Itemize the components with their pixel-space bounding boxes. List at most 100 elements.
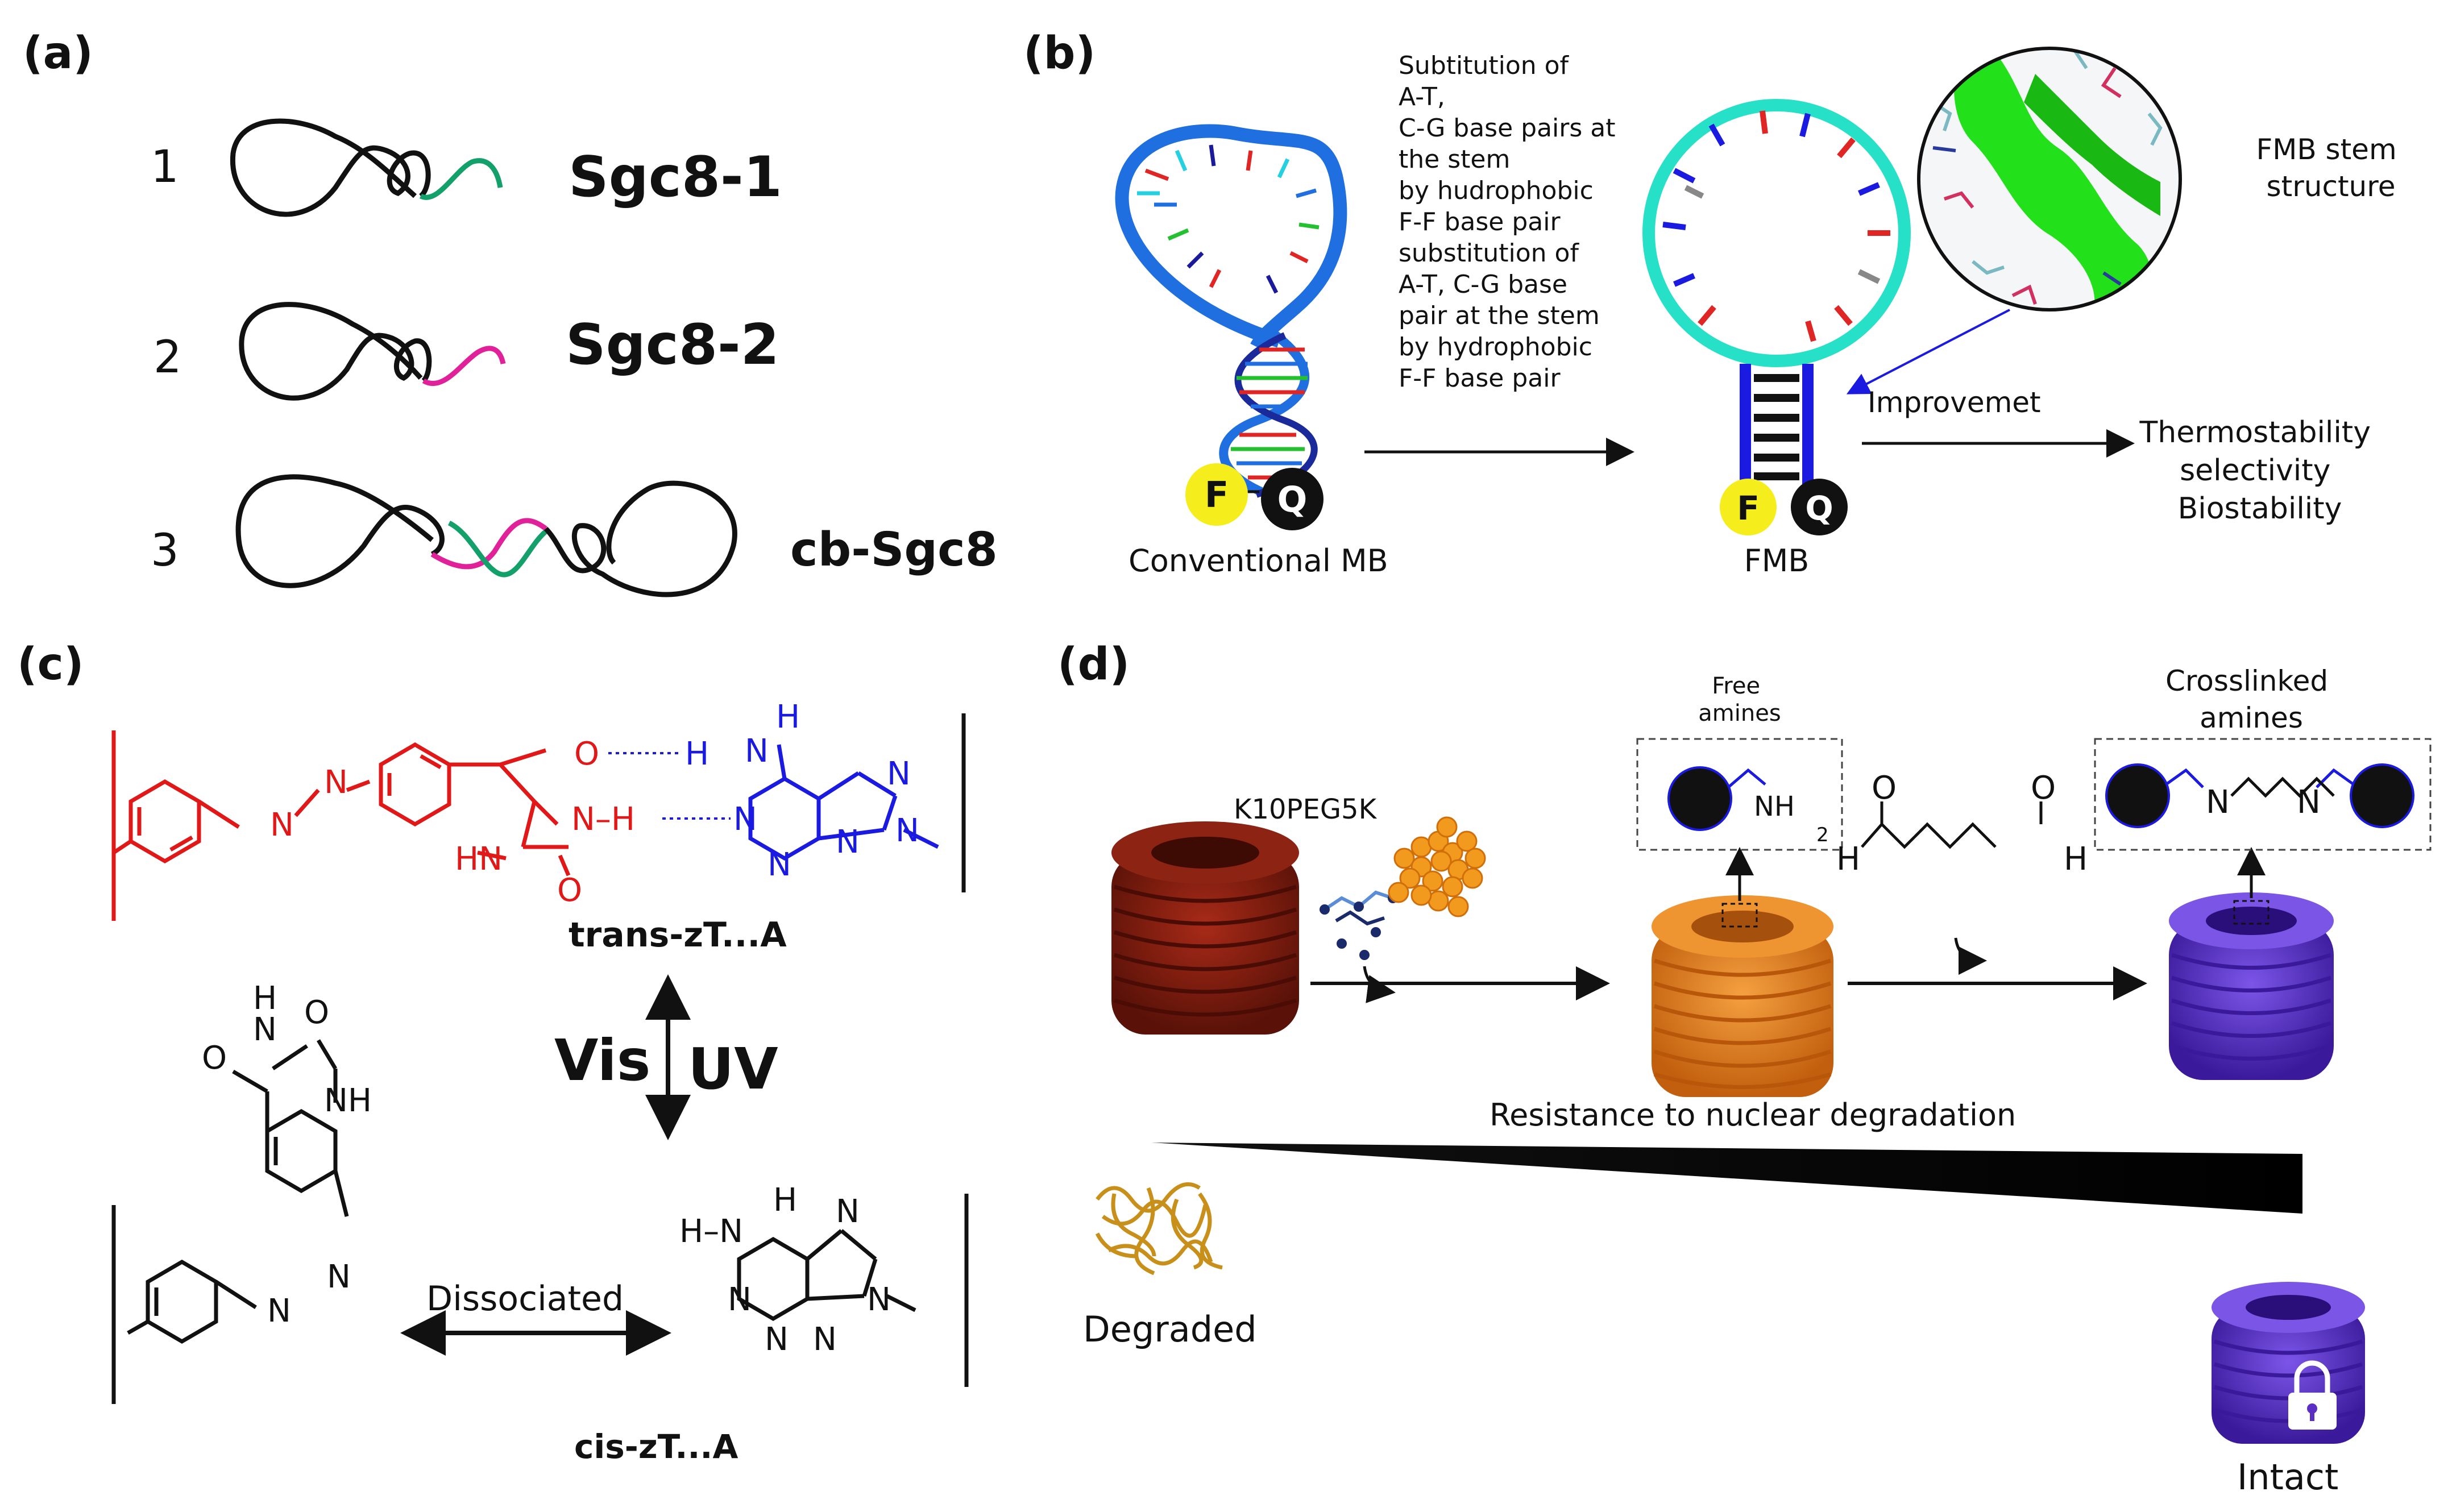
quencher-circle: [1261, 468, 1324, 530]
cb-sgc8-pink-strand: [430, 518, 547, 570]
aptamer-number-3: 3: [151, 525, 179, 576]
cb-sgc8-left-loop: [235, 474, 445, 588]
intact-label: Intact: [2237, 1456, 2338, 1498]
substitution-text: Subtitution of A-T, C-G base pairs at th…: [1399, 51, 1624, 393]
crosslink-n-left: N: [2206, 784, 2230, 821]
sgc8-1-loop: [230, 118, 431, 217]
amine-subscript: 2: [1816, 824, 1829, 846]
adenine-n7: N: [836, 824, 860, 861]
panel-a: 1 Sgc8-1 2 Sgc8-2 3 cb-Sgc8: [151, 118, 998, 597]
cis-adenine-h-n: H–N: [679, 1213, 743, 1250]
linker-label: K10PEG5K: [1234, 794, 1378, 825]
cis-azo-n2: N: [267, 1293, 291, 1330]
trans-adenine: [748, 744, 939, 861]
trans-azo-moiety: [111, 730, 571, 921]
glutaraldehyde: [1861, 801, 2043, 849]
fmb-label: FMB: [1744, 543, 1810, 579]
trans-hn: HN: [455, 841, 503, 878]
crosslinked-amines-box: [2094, 738, 2432, 851]
trans-label: trans-zT...A: [569, 915, 787, 955]
aptamer-number-1: 1: [151, 142, 179, 193]
adenine-h-top: H: [776, 699, 800, 736]
fmb-stem-structure-inset: [1917, 47, 2182, 311]
panel-b: F Q Conventional MB Subtitution of A-T, …: [1115, 47, 2405, 579]
aptamer-number-2: 2: [153, 332, 182, 383]
adenine-n-ring: N: [895, 812, 919, 849]
panel-c: [111, 713, 966, 921]
adenine-n9: N: [887, 755, 911, 792]
cis-adenine-n-ring5: N: [867, 1281, 891, 1318]
cis-azo-n1: N: [327, 1258, 351, 1295]
aptamer-name-sgc8-1: Sgc8-1: [569, 145, 782, 210]
adenine-n-amine: N: [745, 733, 769, 770]
aldehyde-o-right: O: [2031, 770, 2056, 807]
k10peg5k-molecule: [1320, 816, 1486, 960]
fmb-quencher-label: Q: [1805, 489, 1833, 527]
origami-barrel-red: [1111, 821, 1299, 1035]
fluorophore-circle: [1185, 463, 1248, 526]
degradation-gradient-wedge: [1151, 1143, 2302, 1214]
crosslink-n-right: N: [2297, 784, 2321, 821]
sgc8-1-tail: [419, 158, 503, 200]
cis-adenine-n-ring3: N: [813, 1321, 837, 1358]
panel-d: K10PEG5K: [1083, 664, 2432, 1498]
fmb-stem-structure-label: FMB stem structure: [2256, 133, 2405, 203]
conventional-mb-label: Conventional MB: [1128, 543, 1388, 579]
cis-adenine-n-ring1: N: [728, 1281, 752, 1318]
aldehyde-o-left: O: [1872, 770, 1897, 807]
lock-icon: [2288, 1360, 2337, 1430]
adenine-n1: N: [733, 801, 757, 838]
aldehyde-h-right: H: [2064, 841, 2088, 878]
cis-atom-labels: H O N O NH N N H H–N N N N N N: [202, 980, 891, 1358]
amine-label: NH: [1754, 791, 1795, 823]
conventional-mb: F Q: [1115, 124, 1347, 530]
origami-barrel-purple: [2169, 892, 2334, 1080]
dissociated-label: Dissociated: [426, 1279, 624, 1319]
free-amines-box: [1636, 738, 1843, 851]
trans-n-h: N–H: [571, 801, 635, 838]
cis-adenine-n-ring2: N: [765, 1321, 789, 1358]
inset-pointer-arrow: [1846, 309, 2010, 394]
cis-o-left: O: [202, 1040, 227, 1077]
panel-label-a: (a): [23, 28, 93, 79]
cis-azo-moiety: [111, 1039, 349, 1404]
degraded-label: Degraded: [1083, 1309, 1257, 1350]
cis-nh: NH: [324, 1082, 372, 1119]
cis-adenine: [737, 1194, 969, 1387]
free-amines-label: Free amines: [1698, 673, 1781, 726]
cis-o-top: O: [304, 994, 329, 1031]
degraded-strands: [1095, 1182, 1223, 1276]
crosslinked-amines-label: Crosslinked amines: [2165, 664, 2337, 734]
fmb: F Q: [1642, 99, 1911, 535]
adenine-n3: N: [767, 846, 791, 883]
azo-n1: N: [270, 807, 294, 844]
aptamer-name-cb-sgc8: cb-Sgc8: [790, 523, 998, 577]
cis-adenine-h: H: [773, 1182, 797, 1219]
origami-barrel-intact: [2212, 1282, 2365, 1444]
panel-label-d: (d): [1057, 639, 1130, 690]
resistance-label: Resistance to nuclear degradation: [1490, 1097, 2016, 1133]
sgc8-2-tail: [422, 346, 506, 387]
improvement-label: Improvemet: [1868, 386, 2041, 419]
azo-n2: N: [324, 764, 348, 801]
trans-o1: O: [574, 736, 599, 772]
cis-n-top: N: [253, 1011, 277, 1048]
adenine-h-bond: H: [685, 736, 709, 772]
panel-label-c: (c): [17, 639, 84, 690]
cb-sgc8-green-strand: [447, 520, 548, 578]
quencher-label: Q: [1277, 479, 1308, 520]
fmb-fluorophore-circle: [1720, 479, 1777, 535]
trans-o2: O: [557, 872, 582, 909]
aldehyde-h-left: H: [1836, 841, 1860, 878]
cis-h-top: H: [253, 980, 277, 1017]
cis-label: cis-zT...A: [574, 1427, 738, 1466]
trans-atom-labels: N N O N–H HN O H H N N N N N N: [270, 699, 919, 909]
cis-adenine-n-ring4: N: [836, 1193, 860, 1230]
panel-label-b: (b): [1023, 28, 1096, 79]
sgc8-2-loop: [239, 302, 432, 401]
aptamer-name-sgc8-2: Sgc8-2: [566, 313, 779, 377]
fmb-quencher-circle: [1791, 479, 1848, 535]
uv-label: UV: [688, 1036, 778, 1102]
improvement-outcomes: Thermostability selectivity Biostability: [2139, 416, 2380, 526]
cb-sgc8-right-loop: [543, 480, 737, 597]
